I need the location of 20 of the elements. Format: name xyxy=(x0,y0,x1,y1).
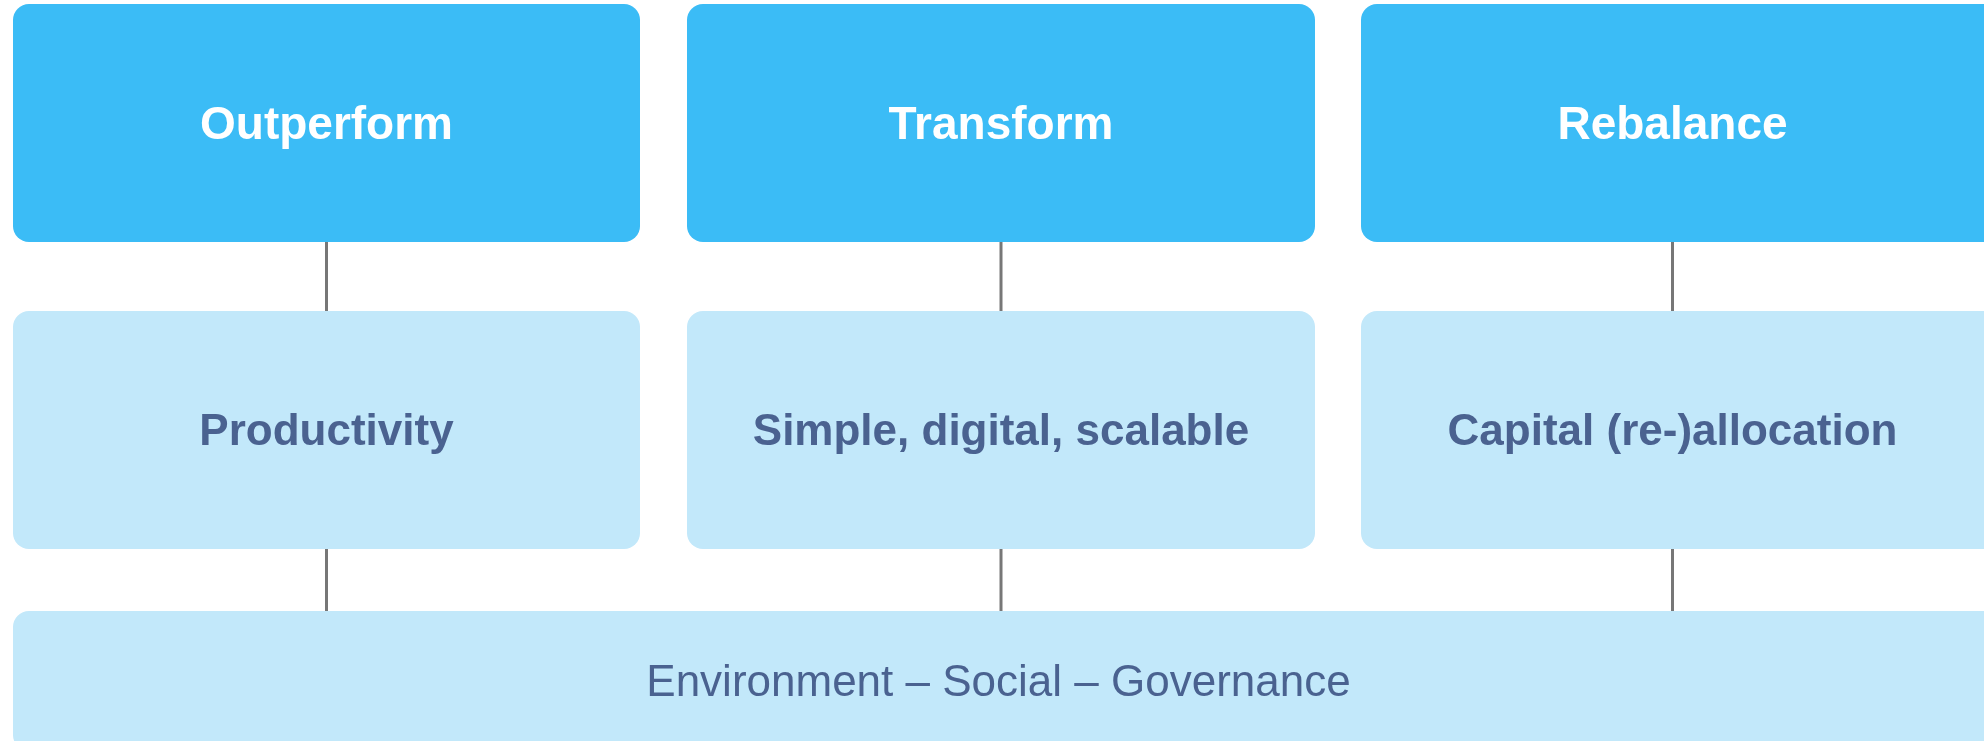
focus-box xyxy=(13,311,640,549)
category-box xyxy=(13,4,640,242)
focus-box xyxy=(687,311,1315,549)
focus-box xyxy=(1361,311,1984,549)
connector-line xyxy=(325,242,328,311)
connector-line xyxy=(1671,242,1674,311)
connector-line xyxy=(325,549,328,611)
box-label: Capital (re-)allocation xyxy=(1447,405,1898,455)
category-box xyxy=(1361,4,1984,242)
box-label: Transform xyxy=(888,96,1114,150)
foundation-bar xyxy=(13,611,1984,741)
connector-line xyxy=(1671,549,1674,611)
box-label: Rebalance xyxy=(1557,96,1788,150)
connector-line xyxy=(999,549,1003,611)
category-box xyxy=(687,4,1315,242)
box-label: Productivity xyxy=(199,405,454,455)
box-label: Environment – Social – Governance xyxy=(646,656,1351,706)
box-label: Simple, digital, scalable xyxy=(752,405,1250,455)
connector-line xyxy=(999,242,1003,311)
box-label: Outperform xyxy=(200,96,453,150)
